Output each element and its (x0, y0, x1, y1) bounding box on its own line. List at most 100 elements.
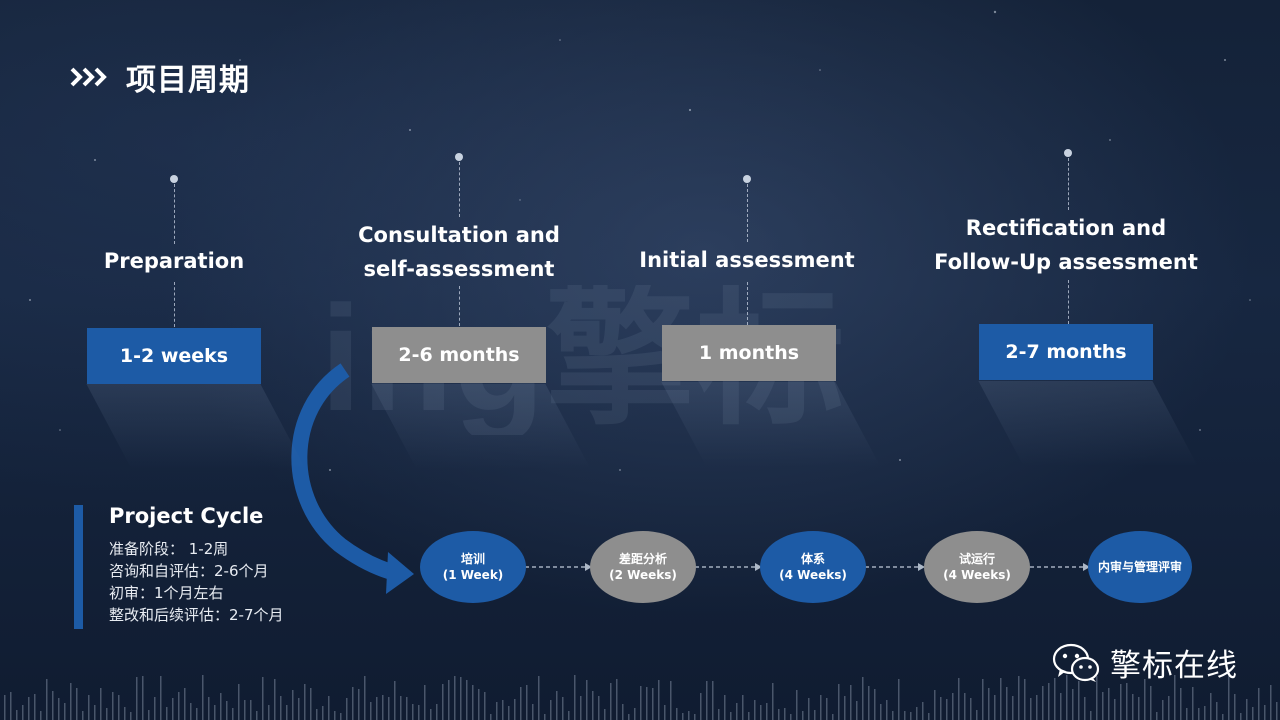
soundwave-bar (334, 711, 336, 720)
soundwave-bar (892, 711, 894, 720)
soundwave-bar (826, 698, 828, 720)
soundwave-bar (796, 690, 798, 720)
soundwave-bar (184, 688, 186, 720)
soundwave-bar (1240, 713, 1242, 720)
soundwave-bar (424, 685, 426, 720)
soundwave-bar (1096, 676, 1098, 720)
soundwave-bar (898, 679, 900, 720)
soundwave-bar (340, 713, 342, 720)
page-title: 项目周期 (126, 63, 250, 98)
soundwave-bar (664, 705, 666, 720)
soundwave-bar (16, 710, 18, 720)
connector-dot (455, 153, 463, 161)
soundwave-bar (610, 683, 612, 720)
wechat-icon (1052, 643, 1100, 682)
soundwave-bar (832, 714, 834, 720)
soundwave-bar (868, 686, 870, 720)
soundwave-bar (250, 700, 252, 720)
soundwave-bar (1090, 711, 1092, 720)
soundwave-bar (244, 700, 246, 720)
soundwave-bar (28, 697, 30, 720)
soundwave-bar (274, 679, 276, 720)
soundwave-bar (1198, 708, 1200, 720)
soundwave-bar (550, 700, 552, 720)
soundwave-bar (538, 676, 540, 720)
soundwave-bar (46, 679, 48, 720)
soundwave-bar (586, 680, 588, 720)
soundwave-bar (700, 693, 702, 720)
soundwave-bar (1168, 696, 1170, 720)
soundwave-bar (1234, 694, 1236, 720)
soundwave-bar (1270, 685, 1272, 720)
soundwave-bar (478, 689, 480, 720)
soundwave-bar (934, 690, 936, 720)
soundwave-bar (760, 705, 762, 720)
cycle-line: 初审：1个月左右 (109, 584, 224, 602)
soundwave-bar (1084, 697, 1086, 720)
soundwave-bar (124, 707, 126, 720)
soundwave-bar (502, 700, 504, 720)
soundwave-bar (928, 713, 930, 720)
soundwave-bar (508, 706, 510, 720)
soundwave-bar (1180, 688, 1182, 720)
soundwave-bar (520, 687, 522, 720)
soundwave-bar (232, 708, 234, 720)
soundwave-bar (496, 702, 498, 720)
flow-step-duration: (2 Weeks) (609, 568, 677, 582)
soundwave-bar (406, 697, 408, 720)
stage-duration-rectification: 2-7 months (979, 324, 1153, 380)
soundwave-bar (1192, 687, 1194, 720)
soundwave-bar (1042, 686, 1044, 720)
connector-line (1068, 280, 1069, 324)
soundwave-bar (40, 711, 42, 720)
soundwave-bar (136, 677, 138, 720)
soundwave-bar (1060, 693, 1062, 720)
soundwave-bar (82, 711, 84, 720)
connector-line (747, 282, 748, 325)
cycle-line: 咨询和自评估：2-6个月 (109, 562, 269, 580)
soundwave-bar (382, 695, 384, 720)
soundwave-bar (178, 692, 180, 720)
soundwave-bar (1030, 698, 1032, 720)
soundwave-bar (1132, 694, 1134, 720)
brand-badge: 擎标在线 (1052, 640, 1238, 685)
soundwave-bar (652, 688, 654, 720)
soundwave-bar (622, 704, 624, 720)
soundwave-bar (1138, 697, 1140, 720)
soundwave-bar (142, 676, 144, 720)
soundwave-bar (1120, 684, 1122, 720)
connector-line (747, 184, 748, 242)
flow-step-name: 体系 (800, 552, 825, 566)
soundwave-bar (1204, 706, 1206, 720)
soundwave-bar (748, 712, 750, 720)
soundwave-bar (1210, 693, 1212, 720)
soundwave-bar (874, 689, 876, 720)
stage-duration-preparation: 1-2 weeks (87, 328, 261, 384)
soundwave-bar (964, 693, 966, 720)
soundwave-bar (58, 698, 60, 720)
soundwave-bar (658, 680, 660, 720)
soundwave-bar (1246, 699, 1248, 720)
soundwave-bar (220, 693, 222, 720)
soundwave-bar (100, 688, 102, 720)
soundwave-bar (526, 685, 528, 720)
soundwave-bar (10, 692, 12, 720)
soundwave-bar (838, 684, 840, 720)
chevrons-icon (70, 67, 107, 87)
flow-step-name: 内审与管理评审 (1097, 560, 1182, 574)
cycle-line: 准备阶段： 1-2周 (109, 540, 229, 558)
soundwave-bar (172, 698, 174, 720)
stage-duration-consultation: 2-6 months (372, 327, 546, 383)
soundwave-bar (1012, 696, 1014, 720)
flow-step-name: 试运行 (958, 552, 995, 566)
connector-dot (743, 175, 751, 183)
flow-step-training: 培训 (1 Week) (420, 531, 526, 603)
soundwave-bar (436, 704, 438, 720)
stage-label-rectification: Rectification and Follow-Up assessment (934, 216, 1198, 274)
soundwave-bar (994, 695, 996, 720)
soundwave-bar (442, 684, 444, 720)
soundwave-bar (1102, 692, 1104, 720)
soundwave-bar (1024, 679, 1026, 720)
soundwave-bar (412, 704, 414, 720)
stage-label-initial-assessment: Initial assessment (639, 248, 855, 272)
